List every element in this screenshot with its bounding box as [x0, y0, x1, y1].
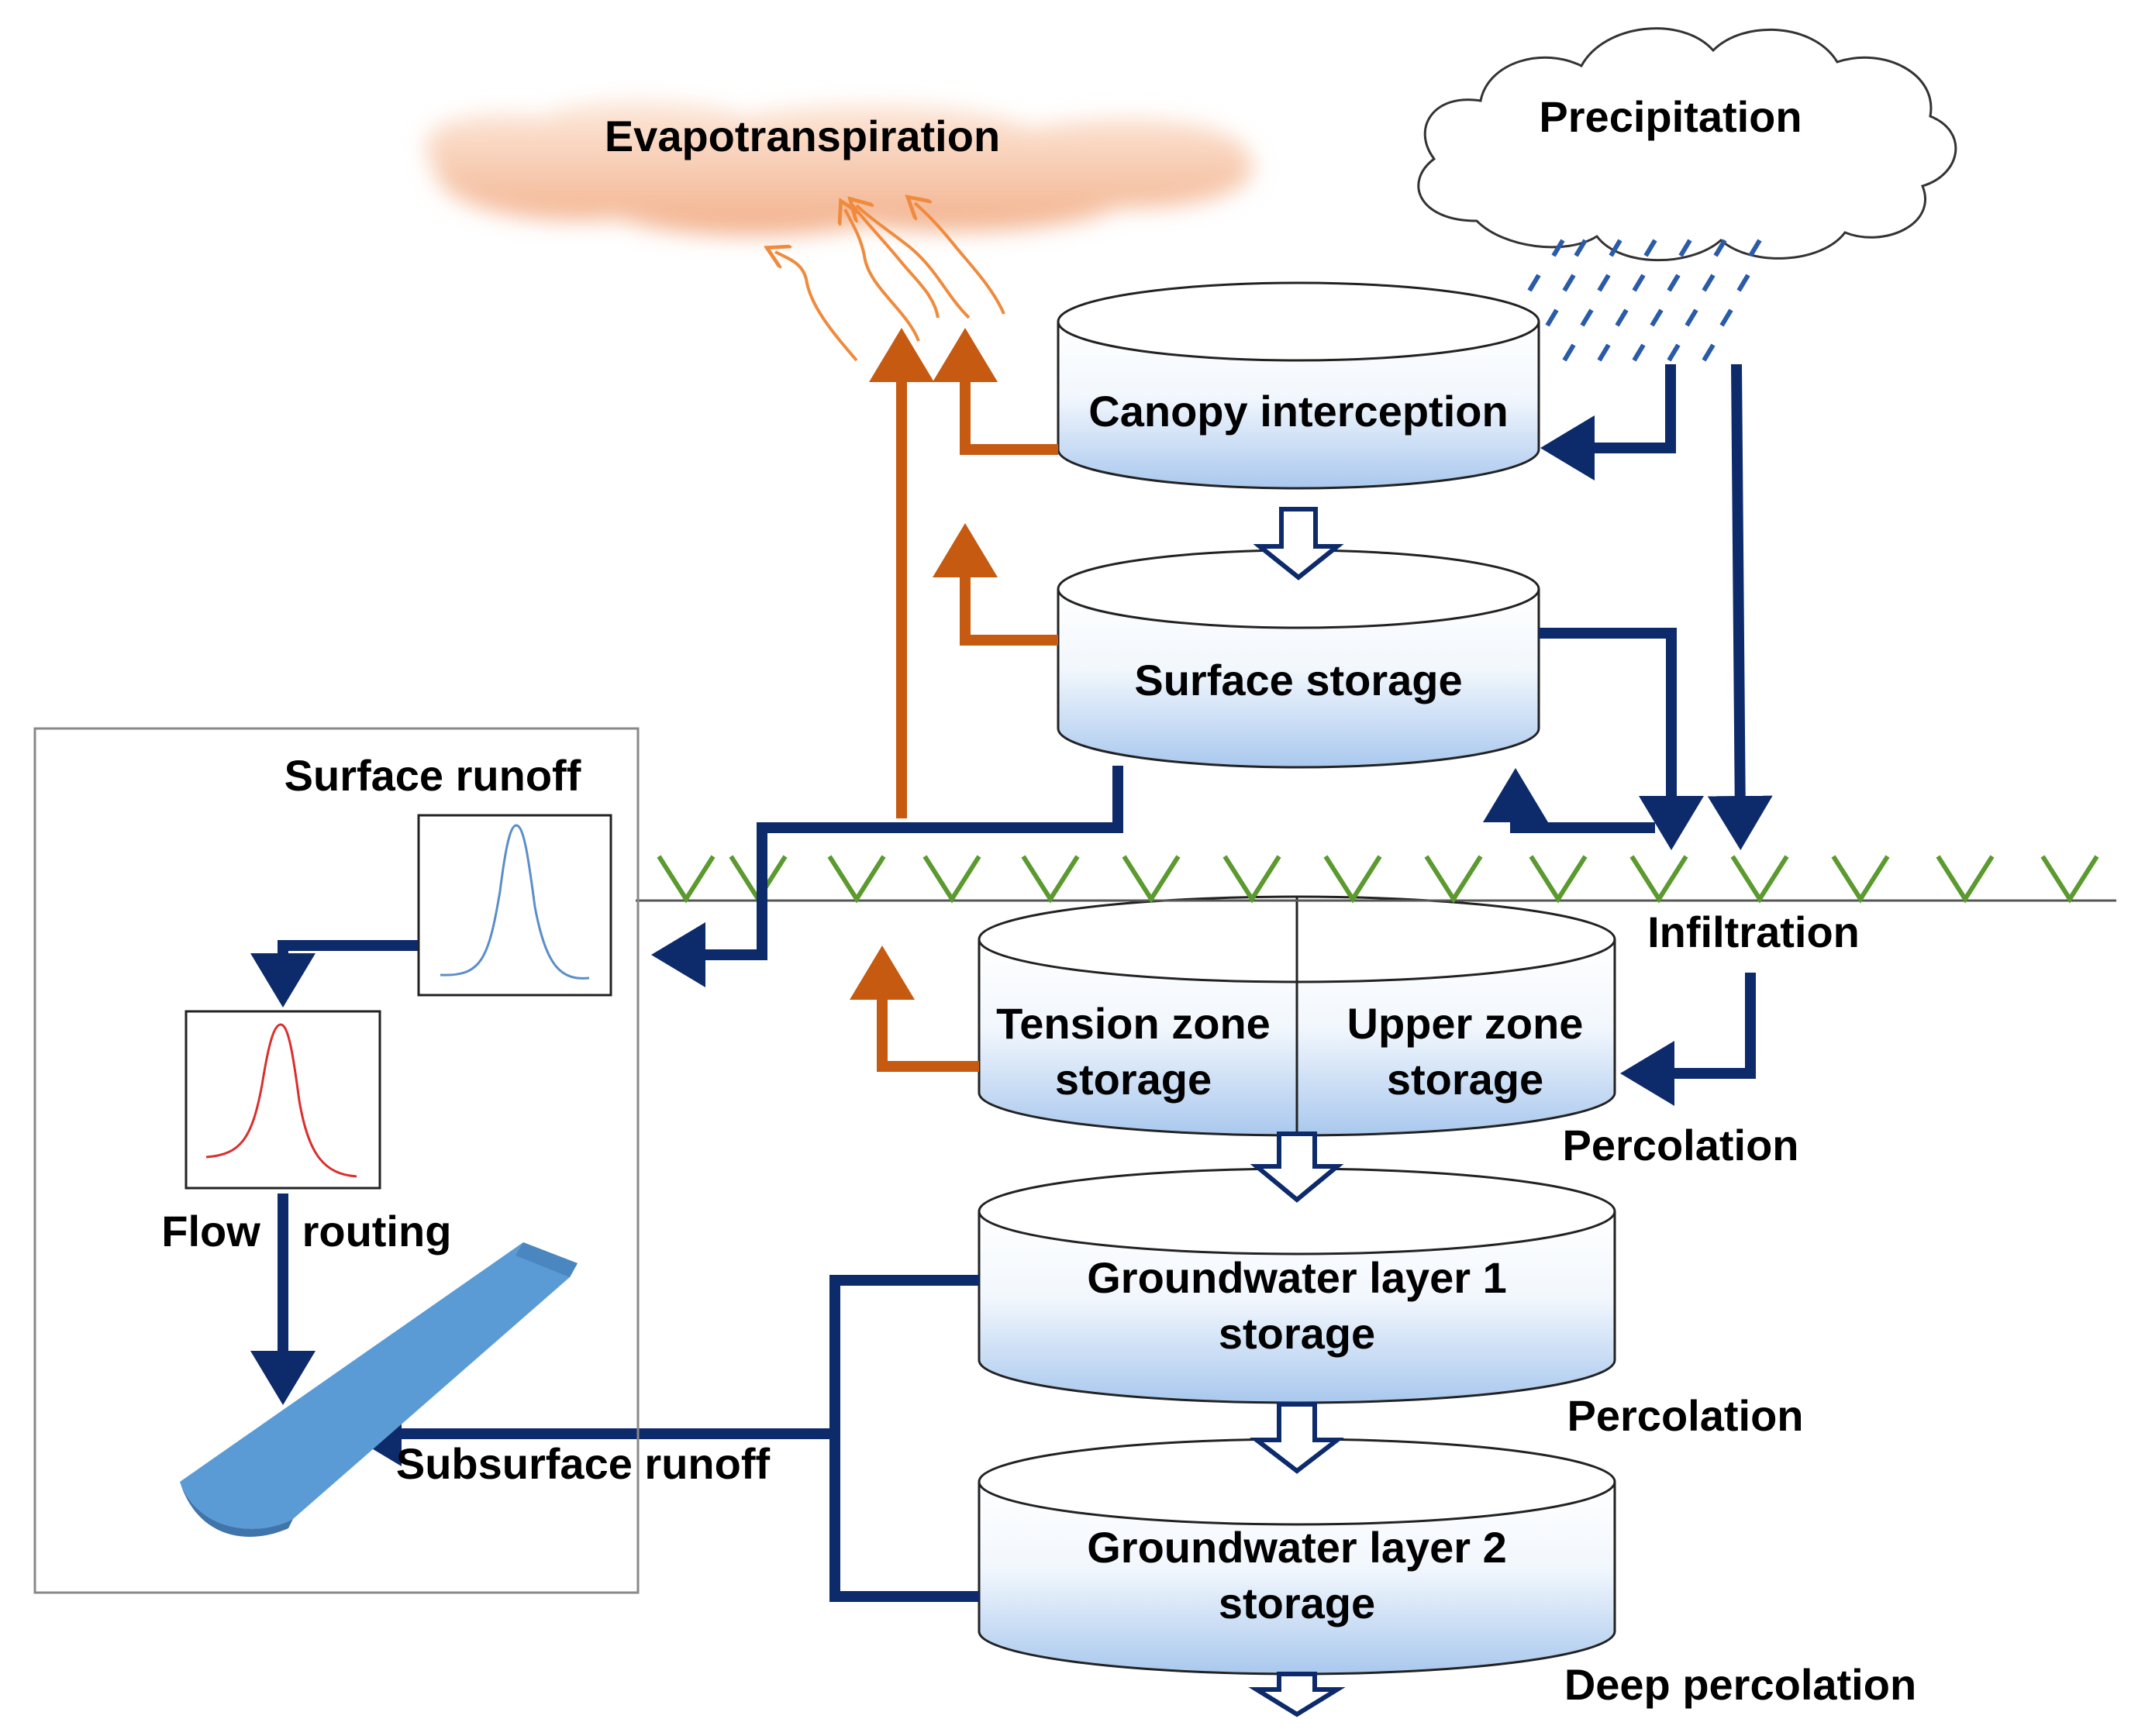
precipitation-cloud: [1417, 27, 1957, 262]
routing-panel: [33, 727, 640, 1594]
flow-routing-hydrograph: [184, 1010, 381, 1190]
precip-to-ground-arrow: [1707, 363, 1773, 850]
surface-runoff-label: Surface runoff: [284, 751, 581, 800]
subsurface-collector: [829, 1275, 979, 1602]
routing-label: routing: [302, 1207, 452, 1256]
tension-zone-evap-arrow: [850, 946, 979, 1072]
groundwater-layer-1-label-line1: Groundwater layer 1: [1087, 1253, 1507, 1302]
canopy-interception-storage: [1057, 281, 1540, 490]
transfer-arrows: [1248, 507, 1346, 1717]
evapotranspiration-cloud: [426, 100, 1253, 236]
groundwater-layer-2-label-line2: storage: [1219, 1579, 1375, 1628]
canopy-evap-arrow: [933, 328, 1058, 455]
deep-percolation-label: Deep percolation: [1564, 1660, 1916, 1709]
precipitation-label: Precipitation: [1539, 92, 1802, 141]
canopy-to-surface-arrow: [1253, 507, 1344, 580]
flow-label: Flow: [161, 1207, 260, 1256]
groundwater-layer-2-storage: [978, 1438, 1616, 1676]
infiltration-arrow: [1620, 973, 1756, 1106]
groundwater-layer-1-label-line2: storage: [1219, 1309, 1375, 1358]
upper-zone-label-line2: storage: [1387, 1055, 1543, 1104]
percolation-2-arrow: [1250, 1402, 1344, 1474]
percolation-1-arrow: [1250, 1132, 1344, 1203]
subsurface-runoff-label: Subsurface runoff: [396, 1439, 771, 1488]
runoff-to-routing-arrow: [250, 940, 419, 1008]
surface-storage: [1057, 549, 1540, 769]
ground-to-surface-arrow: [1483, 768, 1655, 833]
upper-zone-label-line1: Upper zone: [1347, 999, 1584, 1048]
percolation-2-label: Percolation: [1567, 1391, 1804, 1440]
surface-evap-arrow: [933, 523, 1058, 646]
surface-to-ground-arrow: [1539, 628, 1704, 850]
evapotranspiration-label: Evapotranspiration: [605, 112, 1000, 160]
groundwater-layer-1-storage: [978, 1167, 1616, 1404]
tension-zone-label-line2: storage: [1055, 1055, 1212, 1104]
river-channel: [180, 1242, 578, 1537]
water-flow-arrows: [250, 363, 1773, 1602]
grass-marks: [657, 855, 2099, 904]
evaporation-wisps: [775, 203, 1005, 362]
soil-zone-storage: [978, 895, 1616, 1137]
precip-to-canopy-arrow: [1540, 364, 1676, 480]
canopy-interception-label: Canopy interception: [1088, 387, 1508, 436]
surface-runoff-arrow: [651, 766, 1123, 987]
percolation-1-label: Percolation: [1563, 1121, 1799, 1169]
evapotranspiration-arrows: [850, 328, 1058, 1072]
deep-percolation-arrow: [1248, 1672, 1346, 1717]
tension-zone-label-line1: Tension zone: [996, 999, 1271, 1048]
surface-runoff-hydrograph: [417, 814, 612, 997]
rain-drops: [1527, 239, 1762, 362]
surface-storage-label: Surface storage: [1134, 656, 1462, 704]
infiltration-label: Infiltration: [1647, 908, 1860, 956]
groundwater-layer-2-label-line1: Groundwater layer 2: [1087, 1523, 1507, 1572]
